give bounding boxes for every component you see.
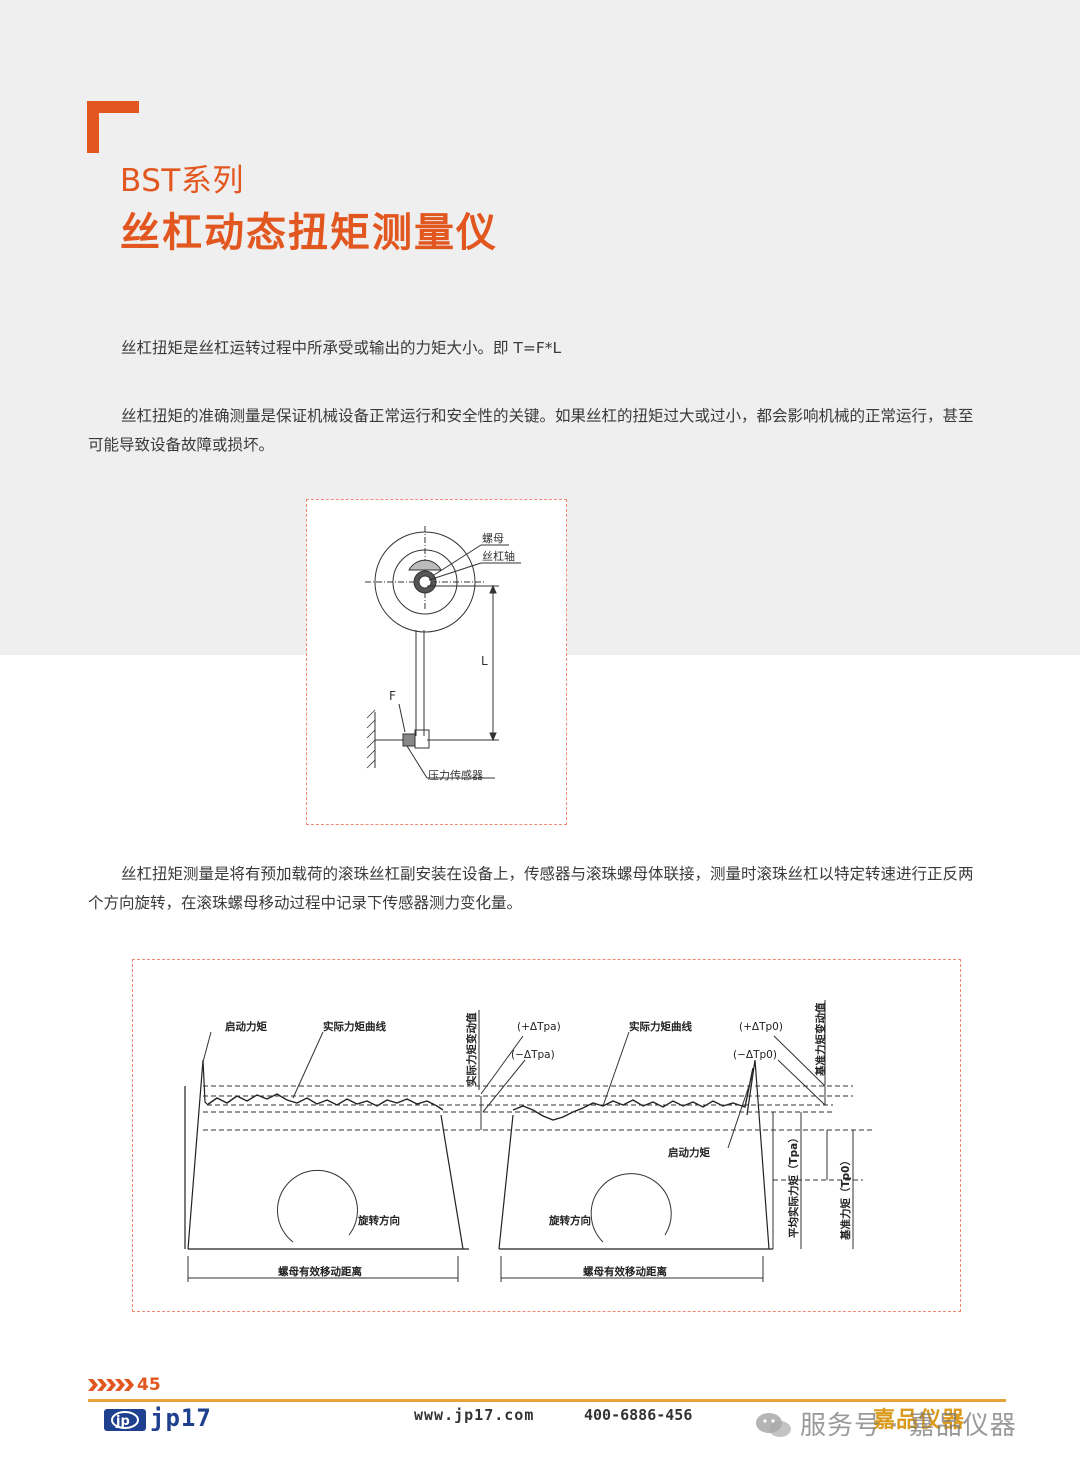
brand-name: 嘉品仪器 (873, 1408, 966, 1433)
footer-arrows-icon (88, 1379, 134, 1391)
svg-text:jp: jp (115, 1414, 130, 1429)
travel-label-right: 螺母有效移动距离 (583, 1265, 667, 1278)
plus-delta-p0-label: (+ΔTp0) (739, 1021, 783, 1033)
website-text: www.jp17.com (414, 1406, 535, 1424)
torque-curve-diagram: 启动力矩 实际力矩曲线 (+ΔTpa) (−ΔTpa) 实际力矩曲线 (+ΔTp… (184, 1000, 873, 1282)
minus-delta-pa-label: (−ΔTpa) (511, 1049, 555, 1061)
ref-torque-label: 基准力矩（Tp0） (839, 1155, 852, 1241)
force-label: F (389, 689, 396, 703)
page-title: 丝杠动态扭矩测量仪 (120, 210, 498, 256)
actual-curve-label-right: 实际力矩曲线 (629, 1020, 692, 1033)
footer-divider (88, 1399, 1006, 1402)
wechat-watermark: 服务号 · 嘉品仪器 (800, 1411, 1017, 1441)
start-torque-label-left: 启动力矩 (225, 1020, 267, 1033)
logo-text: jp17 (150, 1404, 212, 1432)
variation-label-right: 基准力矩变动值 (814, 1002, 827, 1077)
variation-label-left: 实际力矩变动值 (465, 1012, 478, 1086)
rotation-label-right: 旋转方向 (548, 1214, 591, 1227)
torque-arm-figure: 螺母 丝杠轴 L F 压力传感器 (306, 499, 567, 825)
intro-paragraph: 丝杠扭矩是丝杠运转过程中所承受或输出的力矩大小。即 T=F*L (121, 339, 562, 357)
shaft-label: 丝杠轴 (482, 549, 515, 563)
minus-delta-p0-label: (−ΔTp0) (733, 1049, 777, 1061)
plus-delta-pa-label: (+ΔTpa) (517, 1021, 561, 1033)
phone-text: 400-6886-456 (584, 1406, 693, 1424)
rotation-label-left: 旋转方向 (357, 1214, 400, 1227)
actual-curve-label-left: 实际力矩曲线 (323, 1020, 386, 1033)
page-number: 45 (137, 1375, 161, 1395)
series-label: BST系列 (120, 163, 244, 199)
torque-arm-diagram: 螺母 丝杠轴 L F 压力传感器 (365, 526, 521, 782)
brand-logo-icon: jp (104, 1409, 146, 1431)
start-torque-label-right: 启动力矩 (668, 1146, 710, 1159)
length-label: L (481, 654, 488, 668)
sensor-label: 压力传感器 (428, 769, 483, 782)
wechat-icon (756, 1413, 791, 1437)
nut-label: 螺母 (482, 532, 504, 545)
method-paragraph: 丝杠扭矩测量是将有预加载荷的滚珠丝杠副安装在设备上，传感器与滚珠螺母体联接，测量… (88, 865, 974, 912)
avg-torque-label: 平均实际力矩（Tpa） (787, 1132, 800, 1238)
corner-bracket-decoration (87, 101, 139, 153)
importance-paragraph: 丝杠扭矩的准确测量是保证机械设备正常运行和安全性的关键。如果丝杠的扭矩过大或过小… (88, 407, 974, 454)
torque-curve-figure: 启动力矩 实际力矩曲线 (+ΔTpa) (−ΔTpa) 实际力矩曲线 (+ΔTp… (132, 959, 961, 1312)
travel-label-left: 螺母有效移动距离 (278, 1265, 362, 1278)
